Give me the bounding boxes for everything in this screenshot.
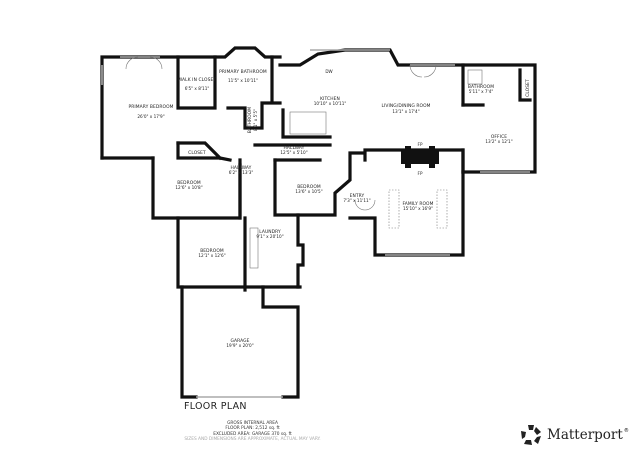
matterport-logo-icon [521,425,541,445]
room-name: BEDROOM [297,184,321,190]
room-name: HALLWAY [284,145,305,151]
room-dims: 12'1" x 12'6" [198,253,225,258]
room-name: OFFICE [491,134,507,140]
room-name: BEDROOM [177,180,201,186]
room-dims: 6'5" x 8'11" [185,86,210,91]
room-name: PRIMARY BATHROOM [219,69,267,75]
registered-mark: ® [623,428,629,434]
room-name: LAUNDRY [259,229,281,235]
room-name: WALK IN CLOSET [178,77,216,83]
room-dims: 13'2" x 12'1" [485,139,512,144]
room-dims: 7'3" x 11'11" [343,198,370,203]
room-dims: 10'10" x 10'11" [314,101,347,106]
excluded-area: EXCLUDED AREA: GARAGE 370 sq. ft [213,431,292,437]
brand-logo: Matterport® [520,424,629,446]
plan-title: FLOOR PLAN [184,401,247,412]
room-name: CLOSET [525,79,531,97]
windows-doors [101,49,530,398]
room-dims: 12'5" x 5'10" [280,150,307,155]
room-dims: 13'6" x 10'5" [295,189,322,194]
area-summary: GROSS INTERNAL AREA FLOOR PLAN: 2,512 sq… [170,421,335,442]
room-dims: 26'0" x 17'9" [137,114,164,119]
fireplace-label: FP [418,171,423,176]
room-dims: 5'11" x 7'4" [469,89,494,94]
area-heading: GROSS INTERNAL AREA [227,421,278,426]
disclaimer: SIZES AND DIMENSIONS ARE APPROXIMATE, AC… [184,436,321,442]
fireplace-label: FP [418,142,423,147]
room-name: BATHROOM [247,107,253,133]
room-dims: 8'1" x 5'5" [253,109,258,131]
room-dims: 12'6" x 10'8" [175,185,202,190]
room-name: CLOSET [188,150,206,156]
room-dims: 11'5" x 10'11" [228,78,258,83]
room-name: KITCHEN [320,96,340,102]
room-name: LIVING/DINING ROOM [381,103,430,109]
floor-plan-area: FLOOR PLAN: 2,512 sq. ft [225,426,280,432]
room-labels: PRIMARY BEDROOM 26'0" x 17'9" WALK IN CL… [128,69,531,348]
room-dims: 19'9" x 20'0" [226,343,253,348]
room-name: HALLWAY [231,165,252,171]
room-name: BATHROOM [468,84,494,90]
room-name: FAMILY ROOM [403,201,434,207]
room-dims: 15'10" x 16'9" [403,206,433,211]
room-name: PRIMARY BEDROOM [128,104,173,110]
dishwasher-label: DW [325,69,332,74]
brand-name: Matterport [547,427,623,443]
fireplace: FP FP [401,142,439,176]
room-dims: 6'2" x 13'3" [229,170,254,175]
room-name: BEDROOM [200,248,224,254]
room-dims: 9'1" x 20'10" [256,234,283,239]
room-name: GARAGE [231,338,250,344]
room-name: ENTRY [350,193,365,199]
room-dims: 13'1" x 17'4" [392,109,419,114]
